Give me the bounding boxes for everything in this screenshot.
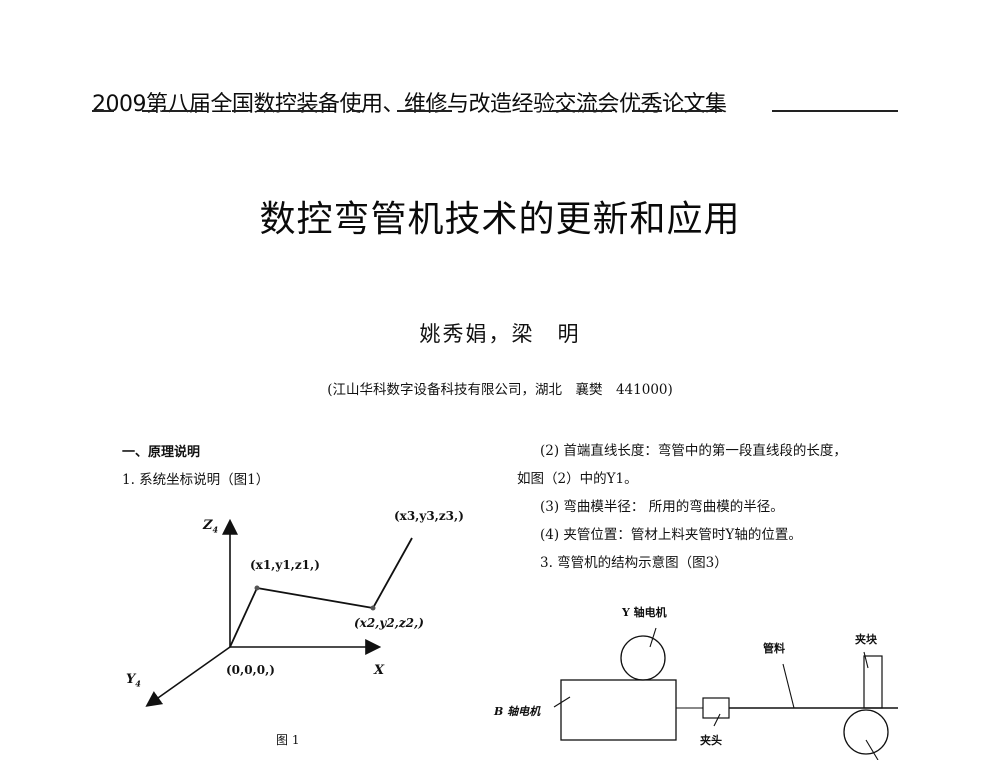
tube-path-polyline xyxy=(229,537,413,648)
header-rule xyxy=(92,110,898,112)
clamp-block-rect xyxy=(863,655,883,709)
tube-leader xyxy=(782,663,795,709)
item-2-line-1: (2) 首端直线长度：弯管中的第一段直线段的长度， xyxy=(540,443,847,459)
chuck-leader xyxy=(713,713,721,727)
b-motor-leader xyxy=(553,696,571,708)
b-motor-box xyxy=(560,679,677,741)
figure-1-caption: 图 1 xyxy=(276,733,300,747)
y-axis-line xyxy=(145,646,231,707)
clamp-block-label: 夹块 xyxy=(855,633,877,646)
bend-die-leader xyxy=(865,739,879,760)
tube-label: 管料 xyxy=(763,642,785,655)
paper-affiliation: (江山华科数字设备科技有限公司，湖北 襄樊 441000) xyxy=(327,382,673,398)
paper-authors: 姚秀娟，梁 明 xyxy=(419,322,581,346)
bend-die-circle xyxy=(843,709,889,755)
subsection-heading-1: 1. 系统坐标说明（图1） xyxy=(122,472,270,488)
point-origin-label: (0,0,0,) xyxy=(226,663,275,677)
axis-label-z: Z4 xyxy=(203,518,219,535)
axis-label-y: Y4 xyxy=(126,672,141,689)
point-3-label: (x3,y3,z3,) xyxy=(394,509,464,523)
point-2-marker xyxy=(370,605,376,611)
b-motor-label: B 轴电机 xyxy=(494,705,541,718)
chuck-box xyxy=(702,697,730,719)
subsection-heading-3: 3. 弯管机的结构示意图（图3） xyxy=(540,555,728,571)
axis-label-x: X xyxy=(374,663,385,678)
point-1-marker xyxy=(254,585,260,591)
y-motor-leader xyxy=(649,627,657,648)
section-heading: 一、原理说明 xyxy=(122,445,201,460)
clamp-block-leader xyxy=(863,651,869,669)
point-1-label: (x1,y1,z1,) xyxy=(250,558,320,572)
chuck-label: 夹头 xyxy=(700,734,722,747)
item-4: (4) 夹管位置：管材上料夹管时Y轴的位置。 xyxy=(540,527,802,543)
y-motor-label: Y 轴电机 xyxy=(622,606,667,619)
item-3: (3) 弯曲模半径： 所用的弯曲模的半径。 xyxy=(540,499,784,515)
point-2-label: (x2,y2,z2,) xyxy=(354,616,424,630)
running-header: 2009第八届全国数控装备使用、维修与改造经验交流会优秀论文集 xyxy=(92,92,727,117)
y-motor-circle xyxy=(620,635,666,681)
item-2-line-2: 如图（2）中的Y1。 xyxy=(517,471,638,487)
paper-title: 数控弯管机技术的更新和应用 xyxy=(259,199,741,240)
